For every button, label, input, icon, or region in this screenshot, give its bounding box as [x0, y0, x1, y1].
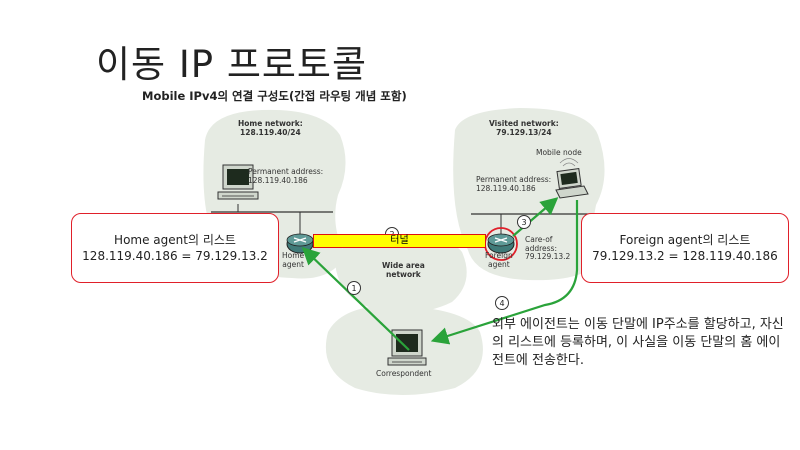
visited-network-label: Visited network:79.129.13/24 — [489, 119, 559, 137]
mobile-node-icon — [555, 158, 589, 199]
correspondent-icon — [387, 329, 427, 366]
svg-text:3: 3 — [521, 218, 526, 227]
svg-text:1: 1 — [351, 284, 356, 293]
step-badge-1: 1 — [347, 281, 361, 295]
explanation-note: 외부 에이전트는 이동 단말에 IP주소를 할당하고, 자신의 리스트에 등록하… — [492, 317, 784, 369]
arrow-step-1 — [301, 246, 410, 351]
step-badge-4: 4 — [495, 296, 509, 310]
foreign-agent-list-callout: Foreign agent의 리스트 79.129.13.2 = 128.119… — [581, 213, 789, 283]
home-agent-list-entry: 128.119.40.186 = 79.129.13.2 — [82, 249, 268, 263]
home-host-icon — [217, 164, 259, 200]
diagram-subtitle: Mobile IPv4의 연결 구성도(간접 라우팅 개념 포함) — [142, 89, 407, 103]
foreign-agent-list-entry: 79.129.13.2 = 128.119.40.186 — [592, 249, 778, 263]
visited-permanent-address: Permanent address:128.119.40.186 — [476, 175, 552, 193]
home-network-label: Home network:128.119.40/24 — [238, 119, 303, 137]
arrow-step-4 — [430, 200, 579, 345]
arrow-step-3 — [512, 197, 559, 237]
tunnel-bar: 터널 — [313, 234, 486, 248]
foreign-agent-router-icon — [484, 227, 518, 261]
mobile-node-label: Mobile node — [536, 148, 582, 157]
wan-cloud — [335, 233, 467, 313]
correspondent-label: Correspondent — [376, 369, 432, 378]
slide-title: 이동 IP 프로토콜 — [96, 43, 367, 86]
step-badge-3: 3 — [517, 215, 531, 229]
foreign-agent-list-title: Foreign agent의 리스트 — [619, 232, 751, 247]
svg-text:4: 4 — [499, 299, 504, 308]
home-agent-list-title: Home agent의 리스트 — [114, 232, 236, 247]
home-permanent-address: Permanent address:128.119.40.186 — [248, 167, 324, 185]
home-agent-list-callout: Home agent의 리스트 128.119.40.186 = 79.129.… — [71, 213, 279, 283]
